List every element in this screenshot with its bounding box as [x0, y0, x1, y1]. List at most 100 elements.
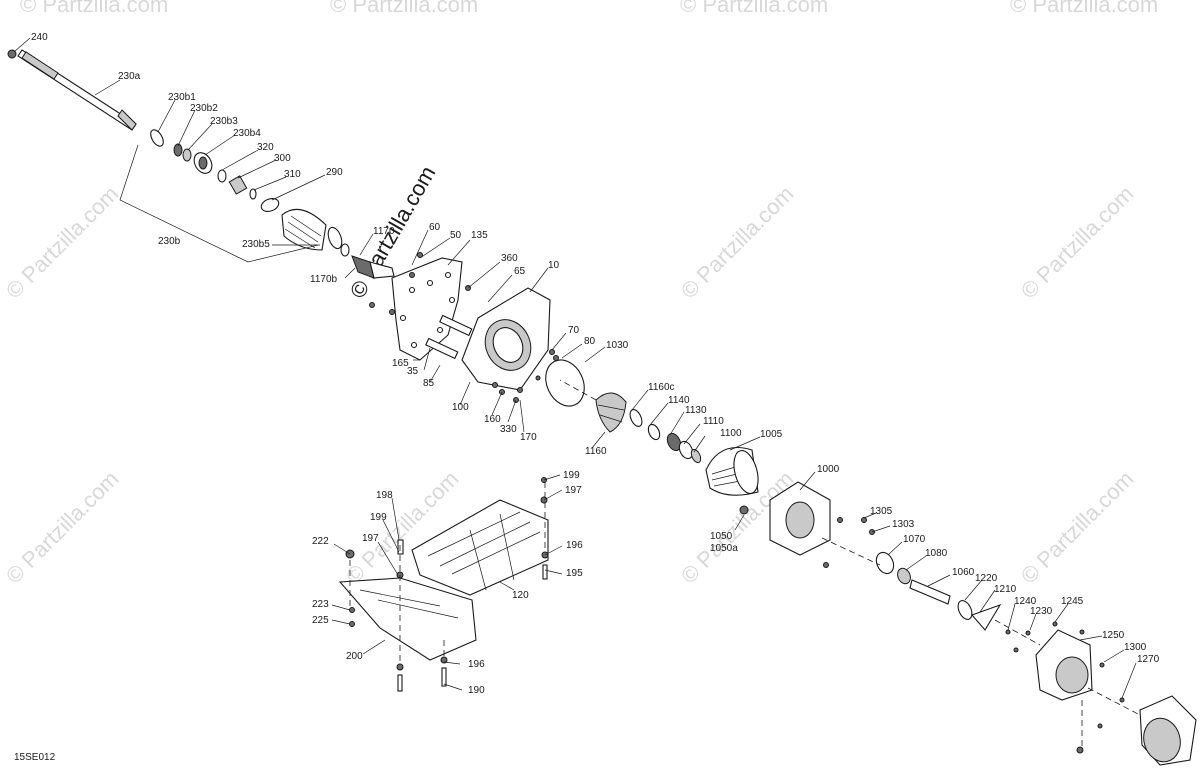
- callout-1245: 1245: [1061, 596, 1084, 607]
- bolt-hole: [444, 271, 452, 279]
- impeller-group: [595, 392, 759, 496]
- assembly-axis-lines: [349, 379, 1141, 750]
- bolt: [553, 355, 559, 361]
- o-ring: [340, 243, 350, 257]
- watermark: © Partzilla.com: [1, 466, 124, 589]
- bolt: [861, 517, 867, 523]
- shaft-spline-end: [117, 109, 137, 131]
- watermark: © Partzilla.com: [1010, 0, 1158, 17]
- bearing-housing-bore: [198, 156, 208, 170]
- callout-1305: 1305: [870, 506, 893, 517]
- callout-195: 195: [566, 568, 583, 579]
- bolt-hole: [448, 296, 456, 304]
- impeller-shaft-collar: [369, 261, 395, 279]
- bolt-hole: [426, 279, 434, 287]
- callout-230b5: 230b5: [242, 239, 270, 250]
- bolt-hole: [408, 286, 416, 294]
- pump-housing-inner: [492, 327, 524, 363]
- seal-ring: [182, 148, 192, 162]
- callout-230b1: 230b1: [168, 92, 196, 103]
- watermark-layer: © Partzilla.com © Partzilla.com © Partzi…: [1, 0, 1158, 589]
- stator-bore: [785, 501, 815, 539]
- bracket-line-230b: [119, 144, 319, 263]
- callout-1300: 1300: [1124, 642, 1147, 653]
- bolt: [549, 349, 555, 355]
- nozzle-opening: [1143, 717, 1181, 763]
- ride-plate-group: [338, 477, 549, 692]
- callout-135: 135: [471, 230, 488, 241]
- callout-1210: 1210: [994, 584, 1017, 595]
- stud: [439, 314, 473, 337]
- clip-ring: [249, 188, 257, 200]
- callout-196-right: 196: [566, 540, 583, 551]
- callout-300: 300: [274, 153, 291, 164]
- o-ring: [957, 600, 973, 620]
- washer: [396, 663, 404, 671]
- callout-1070: 1070: [903, 534, 926, 545]
- callout-1160c: 1160c: [648, 382, 675, 393]
- bearing: [666, 432, 682, 452]
- axis-line: [821, 537, 881, 566]
- callout-1000: 1000: [817, 464, 840, 475]
- callout-1220: 1220: [975, 573, 998, 584]
- callout-1230: 1230: [1030, 606, 1053, 617]
- callout-225: 225: [312, 615, 329, 626]
- callout-320: 320: [257, 142, 274, 153]
- callout-360: 360: [501, 253, 518, 264]
- stator-nozzle-group: [739, 481, 1197, 766]
- watermark: © Partzilla.com: [20, 0, 168, 17]
- bolt-long: [441, 667, 447, 687]
- callout-190: 190: [468, 685, 485, 696]
- callout-1080: 1080: [925, 548, 948, 559]
- nut: [349, 607, 355, 613]
- watermark: © Partzilla.com: [676, 181, 799, 304]
- callout-198: 198: [376, 490, 393, 501]
- callout-290: 290: [326, 167, 343, 178]
- callout-197-top: 197: [565, 485, 582, 496]
- bolt-long: [397, 674, 403, 692]
- drive-shaft-assembly: [7, 49, 395, 279]
- washer: [150, 129, 164, 147]
- callout-1160: 1160: [585, 446, 607, 457]
- callout-230a: 230a: [118, 71, 141, 82]
- venturi-bore: [1055, 656, 1089, 694]
- leader-lines: [13, 37, 1137, 699]
- ride-plate-grate: [411, 499, 549, 596]
- callout-199-left: 199: [370, 512, 387, 523]
- spline-coupler: [228, 175, 248, 195]
- bolt: [492, 382, 498, 388]
- bolt: [409, 272, 415, 278]
- bolt: [837, 517, 843, 523]
- washer: [440, 656, 448, 664]
- watermark: © Partzilla.com: [1016, 181, 1139, 304]
- bolt: [1097, 723, 1103, 729]
- axis-line: [559, 379, 597, 401]
- bushing: [897, 567, 911, 585]
- callout-85: 85: [423, 378, 435, 389]
- callout-1050: 1050: [710, 531, 733, 542]
- bolt: [1076, 746, 1084, 754]
- cone-cap: [971, 603, 1002, 631]
- bolt: [535, 375, 541, 381]
- watermark: © Partzilla.com: [330, 0, 478, 17]
- sleeve-opening: [733, 450, 759, 494]
- rubber-boot: [281, 208, 327, 251]
- callout-70: 70: [568, 325, 580, 336]
- bolt: [369, 302, 375, 308]
- seal-ring: [173, 143, 183, 157]
- spacer: [690, 448, 702, 464]
- bearing-cup: [875, 551, 895, 575]
- callout-100: 100: [452, 402, 469, 413]
- bolt: [823, 562, 829, 568]
- callout-50: 50: [450, 230, 462, 241]
- boot-clamp: [260, 198, 280, 212]
- bolt: [1079, 629, 1085, 635]
- callout-80: 80: [584, 336, 596, 347]
- callout-1130: 1130: [685, 405, 707, 416]
- callout-1250: 1250: [1102, 630, 1125, 641]
- callout-1270: 1270: [1137, 654, 1160, 665]
- boot-clamp: [327, 226, 343, 250]
- callout-1030: 1030: [606, 340, 629, 351]
- callout-160: 160: [484, 414, 501, 425]
